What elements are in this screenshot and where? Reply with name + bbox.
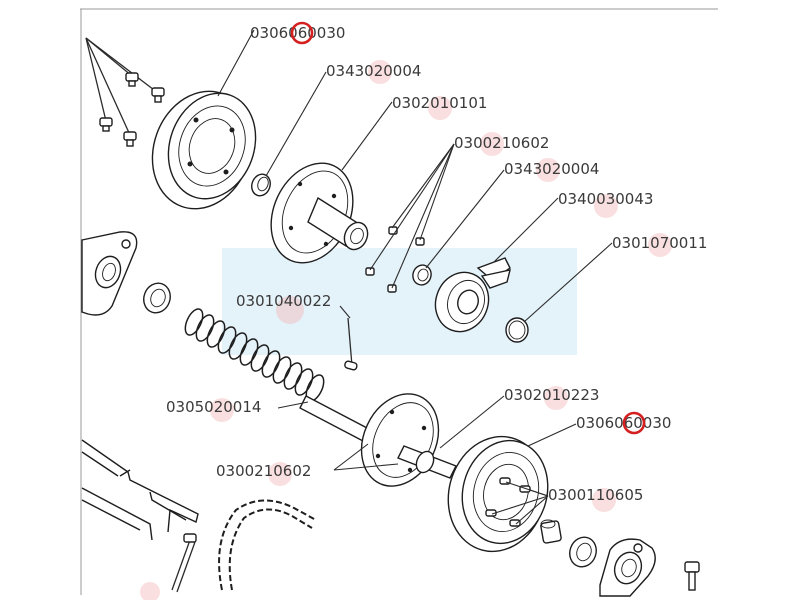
label-0305020014: 0305020014 <box>166 398 261 416</box>
label-0302010223: 0302010223 <box>504 386 599 404</box>
label-0300210602-bottom: 0300210602 <box>216 462 311 480</box>
frame-plate <box>81 439 199 541</box>
label-0340030043: 0340030043 <box>558 190 653 208</box>
label-0306060030-top: 0306060030 <box>250 24 345 42</box>
drive-chain <box>218 499 317 591</box>
leader-lines <box>217 29 613 525</box>
spring <box>184 308 325 402</box>
pin <box>344 317 358 371</box>
bolt-group <box>85 37 165 147</box>
right-mount-bracket <box>599 538 656 597</box>
brake-drum-bottom <box>447 435 549 553</box>
small-spring <box>171 533 197 593</box>
circlip <box>505 317 529 343</box>
small-bearing-lower <box>569 536 597 568</box>
label-0343020004-top: 0343020004 <box>326 62 421 80</box>
bolt-bottom-right <box>684 561 700 591</box>
seal-ring-top <box>251 173 271 197</box>
label-0300110605: 0300110605 <box>548 486 643 504</box>
seal-ring-middle <box>412 264 432 286</box>
label-0301040022: 0301040022 <box>236 292 331 310</box>
brake-drum-top <box>151 90 257 210</box>
bushing <box>540 519 562 544</box>
label-0343020004-middle: 0343020004 <box>504 160 599 178</box>
highlight-circle-bottom <box>622 411 646 435</box>
small-bearing-left <box>143 282 171 314</box>
left-mount-bracket <box>81 231 138 316</box>
bearing-bracket <box>434 257 511 333</box>
label-0302010101: 0302010101 <box>392 94 487 112</box>
reference-dots <box>140 60 672 600</box>
label-0301070011: 0301070011 <box>612 234 707 252</box>
hub-flange-bottom <box>360 393 457 487</box>
hub-flange-top <box>270 162 369 264</box>
highlight-circle-top <box>290 21 314 45</box>
label-0300210602-top: 0300210602 <box>454 134 549 152</box>
